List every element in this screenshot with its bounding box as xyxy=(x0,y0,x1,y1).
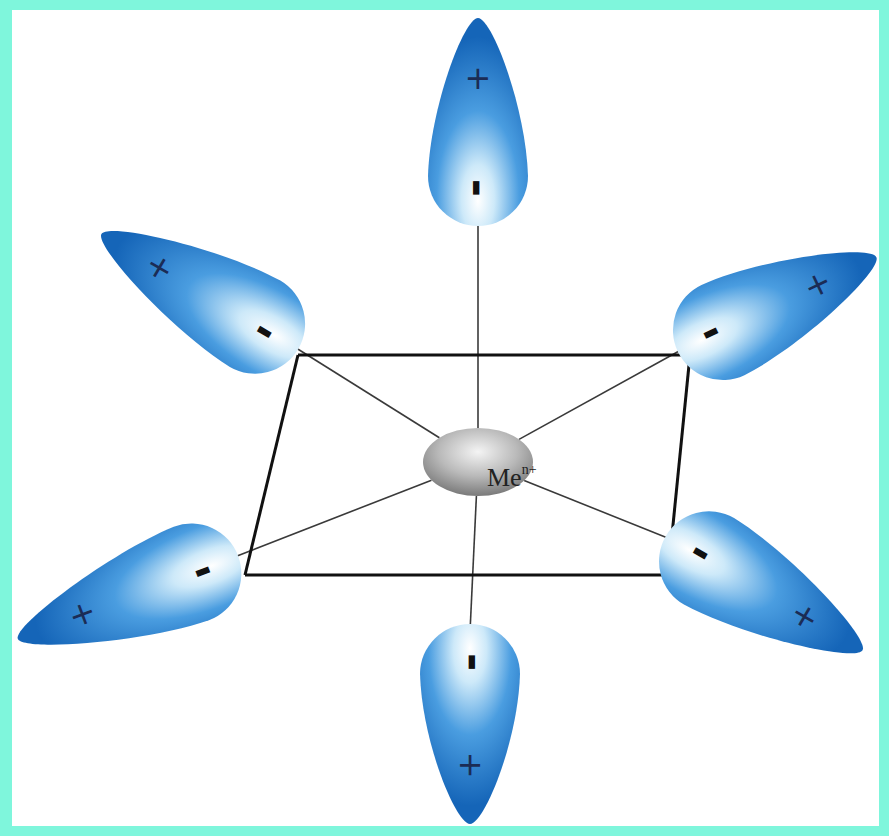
coordination-edge xyxy=(245,574,668,577)
ion-label: Men+ xyxy=(487,462,537,493)
coordination-bond xyxy=(231,480,432,558)
coordination-edge xyxy=(245,355,298,575)
coordination-bond xyxy=(477,218,479,428)
ion-charge: n+ xyxy=(522,462,537,477)
dipole-shape xyxy=(72,187,326,395)
dipole-shape xyxy=(0,506,258,688)
negative-sign: - xyxy=(456,136,500,240)
coordination-edge xyxy=(298,354,690,357)
positive-sign: + xyxy=(418,748,522,784)
coordination-bond xyxy=(470,496,476,632)
ligand-dipole: +- xyxy=(426,14,530,228)
dipole-shape xyxy=(654,208,889,399)
ligand-dipole: +- xyxy=(638,490,889,697)
ligand-dipole: +- xyxy=(0,506,258,688)
ion-symbol: Me xyxy=(487,463,522,492)
positive-sign: + xyxy=(426,60,530,96)
ligand-dipole: +- xyxy=(72,187,326,395)
ion-body xyxy=(423,428,533,496)
coordination-bond xyxy=(519,348,685,440)
metal-ion: Men+ xyxy=(423,428,533,496)
coordination-bond xyxy=(291,345,439,438)
ligand-dipole: +- xyxy=(654,208,889,399)
dipole-body xyxy=(0,509,256,685)
dipole-body xyxy=(76,191,323,392)
ligand-dipole: +- xyxy=(418,622,522,828)
dipole-body xyxy=(656,212,889,397)
dipole-body xyxy=(641,493,888,694)
negative-sign: - xyxy=(448,610,492,714)
dipole-shape xyxy=(638,490,889,697)
coordination-bond xyxy=(524,480,673,540)
